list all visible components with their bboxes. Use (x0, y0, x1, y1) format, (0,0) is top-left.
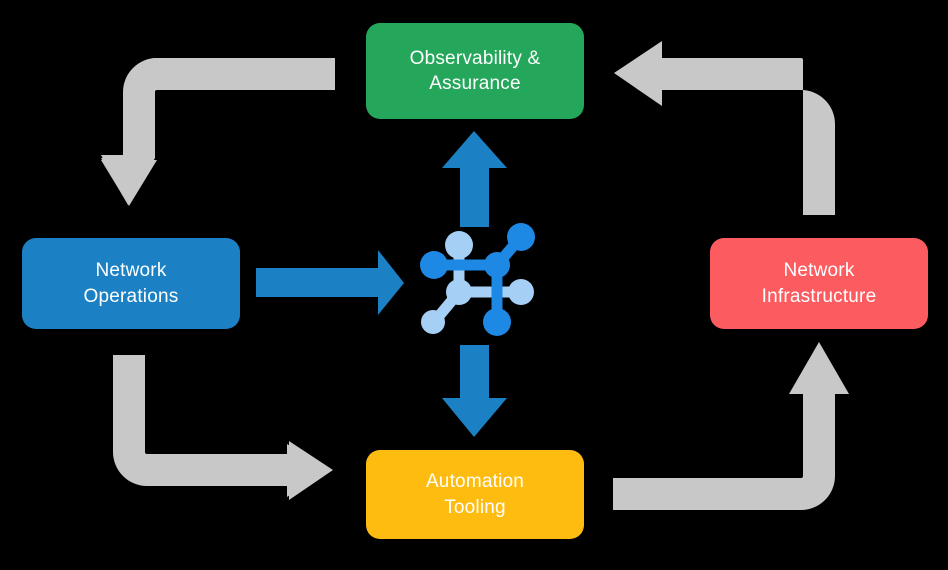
node-box-automation[interactable]: Automation Tooling (366, 450, 584, 539)
node-label-infrastructure: Network Infrastructure (761, 260, 877, 307)
node-label-automation: Automation Tooling (425, 471, 525, 518)
blue-arrow-operations-to-center (256, 250, 404, 315)
topology-nodes-light (421, 231, 534, 334)
node-box-infrastructure[interactable]: Network Infrastructure (710, 238, 928, 329)
node-box-observability[interactable]: Observability & Assurance (366, 23, 584, 119)
node-label-operations: Network Operations (83, 260, 179, 307)
topology-nodes-dark (420, 223, 535, 336)
gray-arrow-observability-to-operations (101, 58, 335, 206)
gray-arrow-infrastructure-to-observability (614, 41, 835, 215)
gray-arrow-automation-to-infrastructure (613, 342, 849, 510)
blue-arrow-center-to-observability (442, 131, 507, 227)
node-label-observability: Observability & Assurance (409, 47, 541, 94)
blue-arrow-center-to-automation (442, 345, 507, 437)
gray-arrow-operations-to-automation (113, 355, 333, 500)
node-box-operations[interactable]: Network Operations (22, 238, 240, 329)
